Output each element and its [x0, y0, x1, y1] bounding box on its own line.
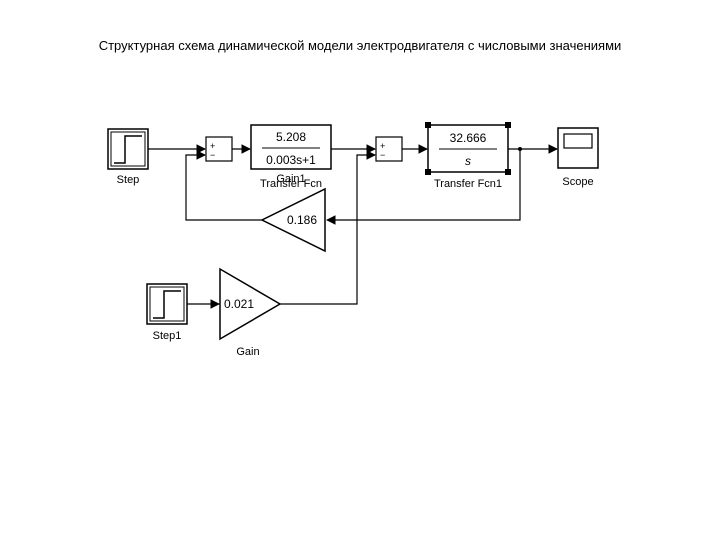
signal-lines	[148, 144, 558, 309]
tf2-denominator: s	[465, 154, 471, 168]
line-gain-to-sum2	[280, 150, 376, 305]
selection-handle	[505, 122, 511, 128]
gain-label: Gain	[236, 346, 259, 358]
line-output-to-feedback-gain	[326, 149, 521, 225]
step1-block[interactable]: Step1	[146, 283, 188, 342]
tf1-denominator: 0.003s+1	[266, 153, 316, 167]
feedback-gain-block[interactable]: 0.186	[260, 187, 326, 253]
step-block[interactable]: Step	[107, 128, 149, 186]
line-feedback-to-sum1	[185, 150, 262, 221]
sum2-minus: −	[380, 150, 385, 160]
step-label: Step	[117, 174, 140, 186]
gain-value: 0.021	[224, 297, 254, 311]
scope-screen-icon	[563, 133, 593, 149]
selection-handle	[505, 169, 511, 175]
branch-point	[518, 147, 522, 151]
tf1-overlap-label: Gain1	[276, 173, 305, 185]
tf1-numerator: 5.208	[276, 130, 306, 144]
sum1-plus: +	[210, 141, 215, 151]
feedback-gain-value: 0.186	[287, 213, 317, 227]
tf2-label: Transfer Fcn1	[434, 178, 502, 190]
scope-block[interactable]: Scope	[557, 127, 599, 188]
sum1-block[interactable]: + −	[205, 136, 233, 162]
tf1-label: Transfer Fcn	[260, 178, 322, 190]
sum1-minus: −	[210, 150, 215, 160]
sum2-block[interactable]: + −	[375, 136, 403, 162]
sum2-plus: +	[380, 141, 385, 151]
step1-label: Step1	[153, 330, 182, 342]
selection-handle	[425, 169, 431, 175]
tf2-numerator: 32.666	[450, 131, 487, 145]
transfer-fcn-block[interactable]: 5.208 0.003s+1 Gain1 Transfer Fcn	[250, 124, 332, 190]
diagram-title: Структурная схема динамической модели эл…	[98, 38, 622, 53]
transfer-fcn1-block[interactable]: 32.666 s Transfer Fcn1	[425, 122, 511, 190]
selection-handle	[425, 122, 431, 128]
scope-label: Scope	[562, 176, 593, 188]
gain-block[interactable]: 0.021 Gain	[219, 267, 282, 358]
